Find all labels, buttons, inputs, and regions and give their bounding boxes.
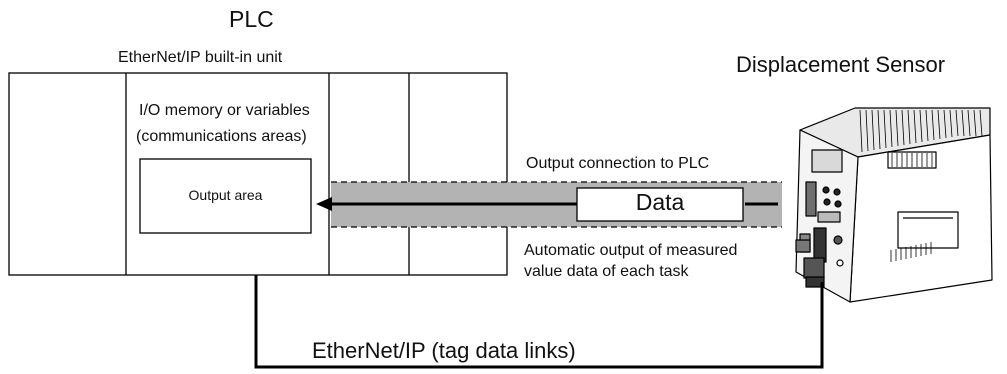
arrow-head — [316, 197, 332, 211]
network-label: EtherNet/IP (tag data links) — [312, 338, 576, 363]
output-area-label: Output area — [188, 187, 263, 203]
output-area-box — [139, 158, 312, 234]
ethernet-cable — [254, 275, 824, 369]
data-box — [576, 187, 744, 222]
displacement-sensor-device — [795, 107, 993, 303]
plc-title: PLC — [229, 6, 274, 32]
plc-unit-label: EtherNet/IP built-in unit — [118, 49, 283, 66]
memory-label-line1: I/O memory or variables — [139, 102, 310, 119]
memory-label-line2: (communications areas) — [136, 128, 307, 145]
connection-label: Output connection to PLC — [526, 155, 710, 172]
sensor-title: Displacement Sensor — [736, 52, 946, 77]
auto-output-note-line1: Automatic output of measured — [524, 242, 738, 259]
auto-output-note-line2: value data of each task — [524, 263, 689, 280]
data-label: Data — [635, 189, 685, 215]
